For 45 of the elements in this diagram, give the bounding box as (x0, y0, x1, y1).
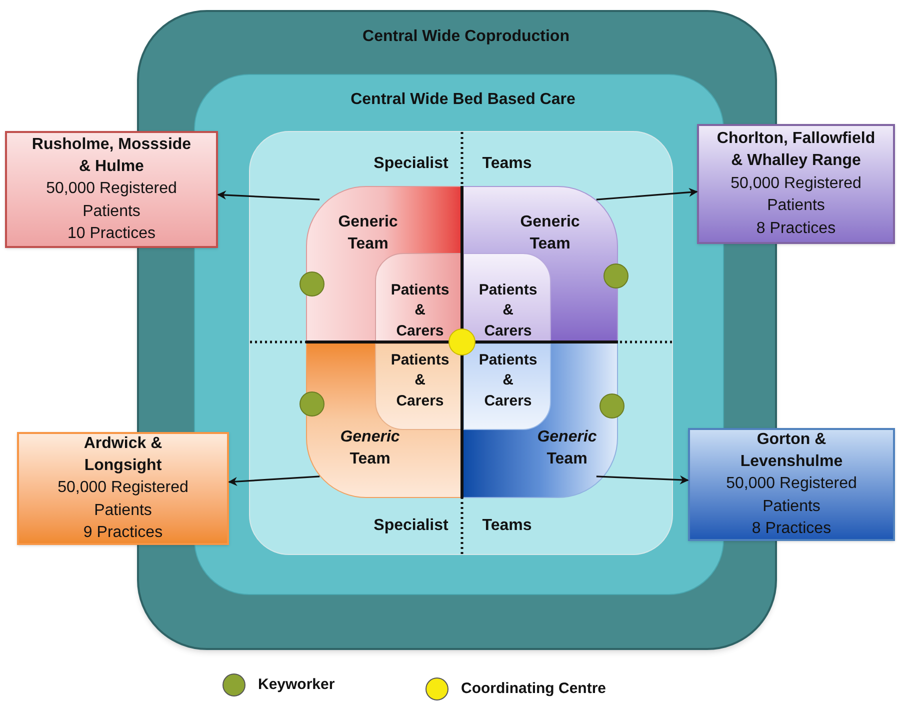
locality-name: Gorton & Levenshulme (739, 430, 844, 472)
band-title: Central Wide Bed Based Care (350, 90, 576, 110)
patient-count: 50,000 Registered Patients (45, 179, 178, 222)
locality-box (5, 131, 218, 248)
arrow (596, 188, 698, 200)
patient-count: 50,000 Registered Patients (725, 474, 858, 517)
legend-label: Coordinating Centre (461, 678, 606, 699)
locality-name: Chorlton, Fallowfield & Whalley Range (716, 129, 876, 172)
team-label: Generic Team (520, 212, 580, 254)
panel-label: Patients & Carers (390, 280, 450, 342)
specialist-teams-panel (249, 131, 673, 555)
legend-label: Keyworker (258, 674, 335, 695)
generic-team-quadrant (462, 342, 618, 498)
panel-label: Patients & Carers (478, 350, 538, 412)
practice-count: 10 Practices (66, 224, 157, 244)
locality-name: Rusholme, Mossside & Hulme (30, 134, 192, 177)
patients-carers-panel (463, 253, 551, 343)
panel-label: Teams (482, 516, 532, 536)
panel-label: Specialist (374, 516, 448, 536)
panel-label: Patients & Carers (478, 280, 538, 342)
locality-name: Ardwick & Longsight (82, 434, 164, 476)
practice-count: 8 Practices (755, 218, 837, 239)
patients-carers-panel (463, 343, 551, 430)
locality-box (688, 428, 895, 541)
team-label: Generic Team (537, 427, 597, 469)
panel-label: Specialist (374, 154, 448, 174)
practice-count: 8 Practices (750, 519, 832, 540)
band-title: Central Wide Coproduction (362, 27, 570, 48)
arrow (228, 476, 320, 486)
generic-team-quadrant (306, 186, 462, 342)
practice-count: 9 Practices (82, 523, 164, 544)
patient-count: 50,000 Registered Patients (56, 478, 190, 521)
team-label: Generic Team (340, 427, 400, 469)
patient-count: 50,000 Registered Patients (730, 174, 862, 216)
arrow (217, 190, 320, 200)
locality-box (17, 432, 229, 545)
panel-label: Patients & Carers (390, 350, 450, 412)
panel-label: Teams (482, 154, 532, 174)
team-label: Generic Team (338, 212, 398, 254)
generic-team-quadrant (462, 186, 618, 342)
patients-carers-panel (375, 343, 463, 430)
locality-box (697, 124, 895, 244)
arrow (596, 475, 689, 484)
patients-carers-panel (375, 253, 463, 343)
generic-team-quadrant (306, 342, 462, 498)
